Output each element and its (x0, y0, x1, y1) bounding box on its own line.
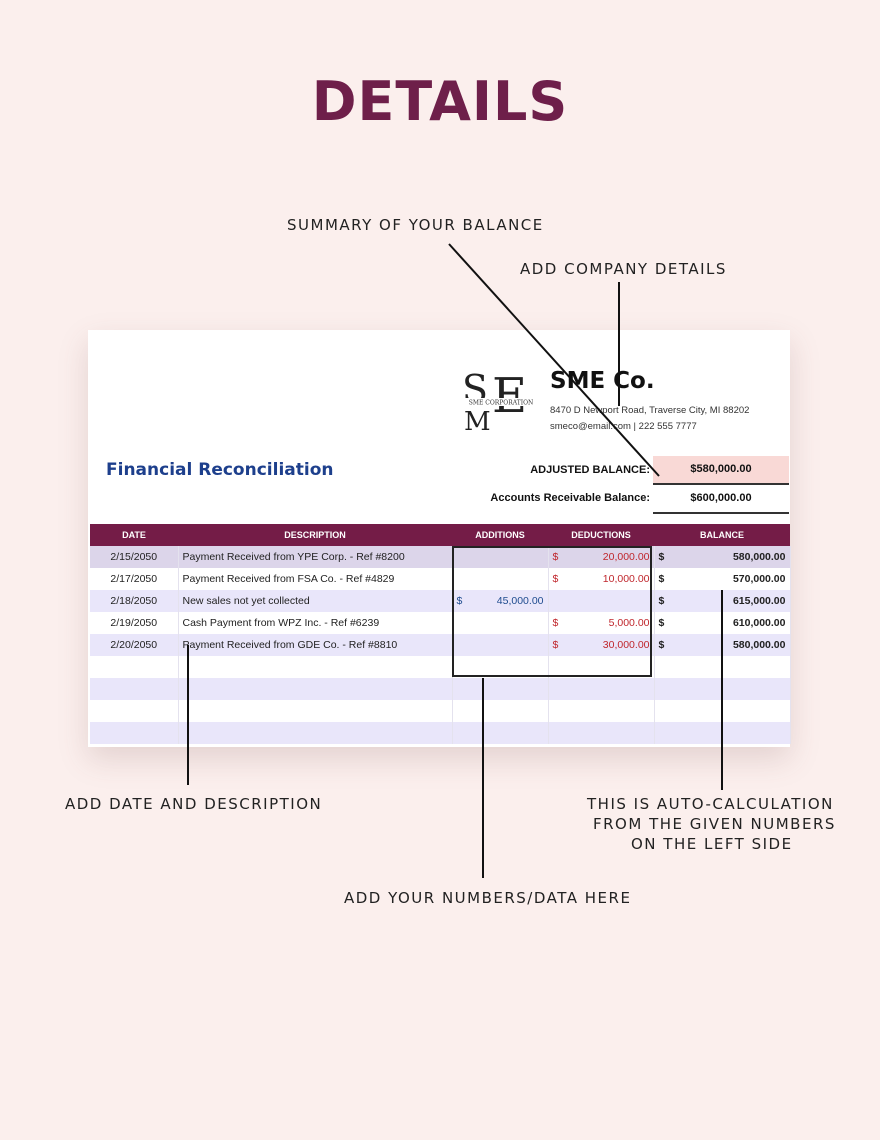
callout-date-description: ADD DATE AND DESCRIPTION (65, 795, 323, 813)
callout-numbers: ADD YOUR NUMBERS/DATA HERE (344, 889, 632, 907)
additions-cell[interactable] (452, 634, 549, 656)
ar-balance-label: Accounts Receivable Balance: (490, 492, 650, 504)
autocalc-pointer-line (721, 590, 723, 790)
table-row: 2/19/2050 Cash Payment from WPZ Inc. - R… (90, 612, 791, 634)
sheet-title: Financial Reconciliation (106, 460, 334, 480)
column-header-deductions: DEDUCTIONS (548, 524, 654, 546)
deductions-cell[interactable]: $10,000.00 (548, 568, 655, 590)
svg-text:E: E (492, 368, 527, 424)
callout-auto-calc-1: THIS IS AUTO-CALCULATION (587, 795, 834, 813)
adjusted-balance-value[interactable]: $580,000.00 (653, 456, 789, 485)
description-cell[interactable]: New sales not yet collected (178, 590, 453, 612)
empty-row (90, 700, 791, 722)
description-cell[interactable]: Payment Received from YPE Corp. - Ref #8… (178, 546, 453, 568)
balance-cell: $570,000.00 (654, 568, 791, 590)
date-cell[interactable]: 2/18/2050 (90, 590, 179, 612)
numbers-highlight-box (452, 546, 652, 677)
date-cell[interactable]: 2/19/2050 (90, 612, 179, 634)
empty-row (90, 722, 791, 744)
column-header-additions: ADDITIONS (452, 524, 548, 546)
company-address[interactable]: 8470 D Newport Road, Traverse City, MI 8… (550, 405, 750, 416)
date-cell[interactable]: 2/17/2050 (90, 568, 179, 590)
description-cell[interactable]: Payment Received from GDE Co. - Ref #881… (178, 634, 453, 656)
column-header-balance: BALANCE (654, 524, 790, 546)
callout-summary: SUMMARY OF YOUR BALANCE (287, 216, 544, 234)
empty-row (90, 678, 791, 700)
table-row: 2/15/2050 Payment Received from YPE Corp… (90, 546, 791, 568)
reconciliation-sheet: S E M SME CORPORATION SME Co. 8470 D New… (88, 330, 791, 747)
table-row: 2/20/2050 Payment Received from GDE Co. … (90, 634, 791, 656)
additions-cell[interactable]: $45,000.00 (452, 590, 549, 612)
balance-cell: $580,000.00 (654, 546, 791, 568)
table-row: 2/17/2050 Payment Received from FSA Co. … (90, 568, 791, 590)
column-header-date: DATE (90, 524, 178, 546)
company-contact[interactable]: smeco@email.com | 222 555 7777 (550, 421, 697, 432)
date-pointer-line (187, 645, 189, 785)
callout-auto-calc-3: ON THE LEFT SIDE (631, 835, 793, 853)
numbers-pointer-line (482, 678, 484, 878)
ledger-table: DATE DESCRIPTION ADDITIONS DEDUCTIONS BA… (90, 524, 791, 744)
deductions-cell[interactable]: $5,000.00 (548, 612, 655, 634)
additions-cell[interactable] (452, 546, 549, 568)
date-cell[interactable]: 2/15/2050 (90, 546, 179, 568)
adjusted-balance-label: ADJUSTED BALANCE: (530, 464, 650, 476)
callout-company: ADD COMPANY DETAILS (520, 260, 727, 278)
description-cell[interactable]: Payment Received from FSA Co. - Ref #482… (178, 568, 453, 590)
page-title: DETAILS (311, 70, 569, 133)
table-row: 2/18/2050 New sales not yet collected $4… (90, 590, 791, 612)
ar-balance-value[interactable]: $600,000.00 (653, 485, 789, 514)
company-name[interactable]: SME Co. (550, 368, 655, 394)
empty-row (90, 656, 791, 678)
company-pointer-line (618, 282, 620, 406)
additions-cell[interactable] (452, 568, 549, 590)
deductions-cell[interactable] (548, 590, 655, 612)
balance-cell: $580,000.00 (654, 634, 791, 656)
svg-text:SME CORPORATION: SME CORPORATION (469, 400, 534, 407)
additions-cell[interactable] (452, 612, 549, 634)
svg-text:M: M (464, 407, 491, 432)
column-header-description: DESCRIPTION (178, 524, 452, 546)
date-cell[interactable]: 2/20/2050 (90, 634, 179, 656)
company-logo: S E M SME CORPORATION (458, 368, 544, 432)
description-cell[interactable]: Cash Payment from WPZ Inc. - Ref #6239 (178, 612, 453, 634)
deductions-cell[interactable]: $30,000.00 (548, 634, 655, 656)
callout-auto-calc-2: FROM THE GIVEN NUMBERS (593, 815, 836, 833)
table-header-row: DATE DESCRIPTION ADDITIONS DEDUCTIONS BA… (90, 524, 790, 546)
deductions-cell[interactable]: $20,000.00 (548, 546, 655, 568)
